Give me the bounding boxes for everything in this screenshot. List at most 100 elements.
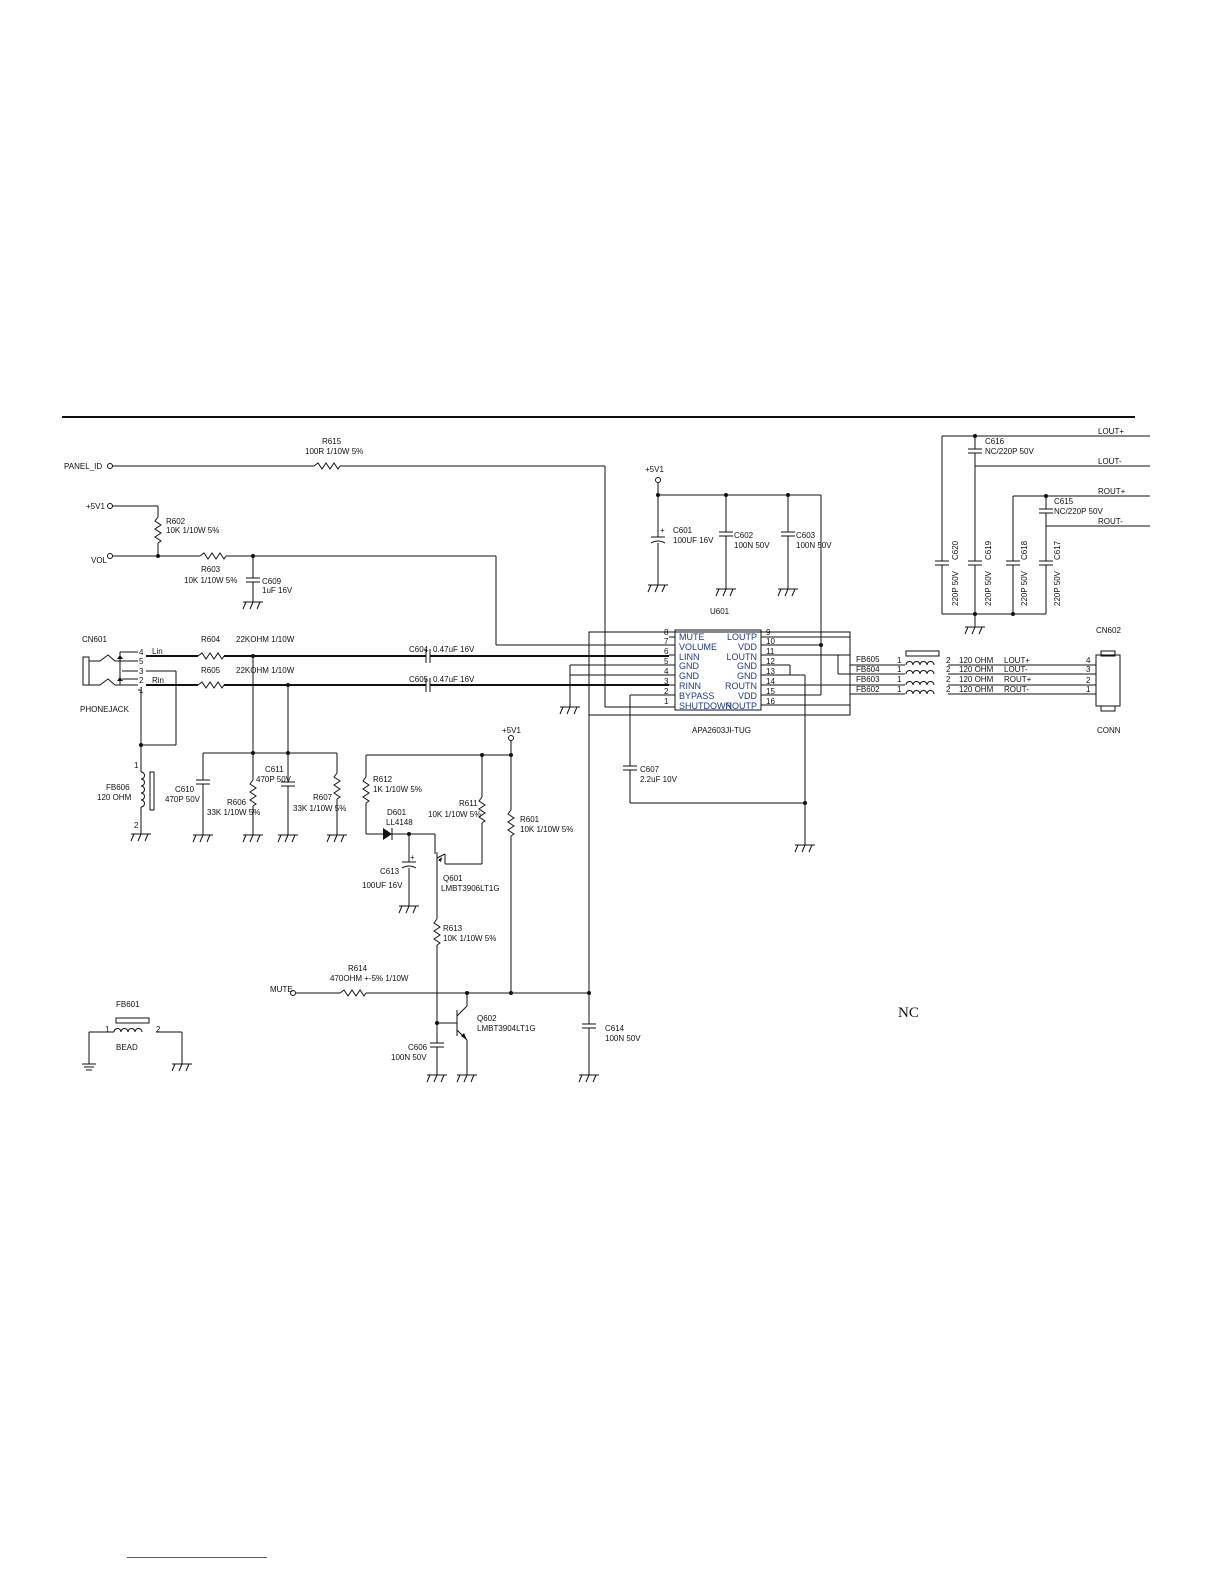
u601-pin-num: 10 (766, 637, 775, 646)
lout-plus-label: LOUT+ (1098, 427, 1124, 436)
d601-ref: D601 (387, 808, 407, 817)
u601-pin-num: 12 (766, 657, 775, 666)
vol-label: VOL (91, 556, 108, 565)
u601-pin-num: 14 (766, 677, 775, 686)
c615-value: NC/220P 50V (1054, 507, 1103, 516)
u601-pin-num: 7 (664, 637, 669, 646)
input-filter-network (192, 751, 348, 843)
u601-pin-name: ROUTN (725, 681, 757, 691)
r611-value: 10K 1/10W 5% (428, 810, 481, 819)
ferrite-net: LOUT- (1004, 665, 1028, 674)
u601-pin-num: 16 (766, 697, 775, 706)
c617-ref: C617 (1053, 540, 1062, 560)
c613-ref: C613 (380, 867, 400, 876)
output-filter-caps (934, 434, 1150, 635)
fb601-pin: 1 (105, 1025, 110, 1034)
u601-gnd-right (789, 665, 816, 853)
ferrite-pin: 2 (946, 665, 951, 674)
r607-ref: R607 (313, 793, 333, 802)
phonejack (82, 651, 141, 691)
c604-value: 0.47uF 16V (433, 645, 475, 654)
u601-pin-num: 4 (664, 667, 669, 676)
c609-value: 1uF 16V (262, 586, 293, 595)
r605-ref: R605 (201, 666, 221, 675)
r601-ref: R601 (520, 815, 540, 824)
rout-plus-label: ROUT+ (1098, 487, 1126, 496)
c616-ref: C616 (985, 437, 1005, 446)
cn601-value: PHONEJACK (80, 705, 130, 714)
lout-minus-label: LOUT- (1098, 457, 1122, 466)
r604-ref: R604 (201, 635, 221, 644)
cn602-ref: CN602 (1096, 626, 1121, 635)
u601-pin-num: 9 (766, 628, 771, 637)
c611-value: 470P 50V (256, 775, 292, 784)
u601-pin-name: GND (737, 661, 758, 671)
fb606-net (130, 670, 177, 842)
r606-value: 33K 1/10W 5% (207, 808, 260, 817)
fb606-value: 120 OHM (97, 793, 132, 802)
r602-value: 10K 1/10W 5% (166, 526, 219, 535)
u601-pin-name: GND (737, 671, 758, 681)
lin-label: Lin (152, 647, 163, 656)
plus5v1-label-3: +5V1 (502, 726, 521, 735)
u601-pin-name: VOLUME (679, 642, 717, 652)
c602-ref: C602 (734, 531, 754, 540)
ferrite-pin: 1 (897, 665, 902, 674)
c613-plus: + (410, 853, 415, 862)
c605-ref: C605 (409, 675, 429, 684)
u601-pin-num: 11 (766, 647, 775, 656)
r613-value: 10K 1/10W 5% (443, 934, 496, 943)
fb603-value: 120 OHM (959, 675, 994, 684)
fb604-value: 120 OHM (959, 665, 994, 674)
cn601-ref: CN601 (82, 635, 107, 644)
panel-id-net (107, 462, 669, 708)
fb602-ref: FB602 (856, 685, 880, 694)
r614-value: 470OHM +-5% 1/10W (330, 974, 409, 983)
q601-value: LMBT3906LT1G (441, 884, 500, 893)
c620-ref: C620 (951, 540, 960, 560)
c614-ref: C614 (605, 1024, 625, 1033)
c609-ref: C609 (262, 577, 282, 586)
c610-ref: C610 (175, 785, 195, 794)
phonejack-pin: 5 (139, 657, 144, 666)
fb606-pin: 2 (134, 821, 139, 830)
c620-value: 220P 50V (951, 570, 960, 606)
u601-left-pin-lines (669, 636, 675, 708)
supply-decoupling (647, 477, 823, 696)
c615-ref: C615 (1054, 497, 1074, 506)
r611-ref: R611 (459, 799, 478, 808)
phonejack-pin: 2 (139, 676, 144, 685)
cn602-pin: 1 (1086, 685, 1091, 694)
c606-value: 100N 50V (391, 1053, 427, 1062)
r614-ref: R614 (348, 964, 368, 973)
ferrite-net: LOUT+ (1004, 656, 1030, 665)
ferrite-pin: 2 (946, 675, 951, 684)
u601-pin-name: RINN (679, 681, 701, 691)
c607-value: 2.2uF 10V (640, 775, 678, 784)
u601-pin-name: ROUTP (726, 701, 758, 711)
ferrite-pin: 2 (946, 685, 951, 694)
cn602-value: CONN (1097, 726, 1121, 735)
u601-pin-name: LOUTN (726, 652, 757, 662)
r602-ref: R602 (166, 517, 186, 526)
c614-value: 100N 50V (605, 1034, 641, 1043)
u601-pin-name: LINN (679, 652, 700, 662)
q602-ref: Q602 (477, 1014, 497, 1023)
c613-value: 100UF 16V (362, 881, 403, 890)
u601-pin-name: SHUTDOWN (679, 701, 732, 711)
fb603-ref: FB603 (856, 675, 880, 684)
fb605-ref: FB605 (856, 655, 880, 664)
u601-pin-num: 8 (664, 628, 669, 637)
c618-value: 220P 50V (1020, 570, 1029, 606)
c602-value: 100N 50V (734, 541, 770, 550)
vol-net (107, 503, 669, 646)
d601-value: LL4148 (386, 818, 413, 827)
cn602-pin: 4 (1086, 656, 1091, 665)
fb606-ref: FB606 (106, 783, 130, 792)
rout-minus-label: ROUT- (1098, 517, 1123, 526)
ferrite-pin: 1 (897, 685, 902, 694)
r604-value: 22KOHM 1/10W (236, 635, 295, 644)
lin-path (146, 648, 669, 780)
fb605-value: 120 OHM (959, 656, 994, 665)
